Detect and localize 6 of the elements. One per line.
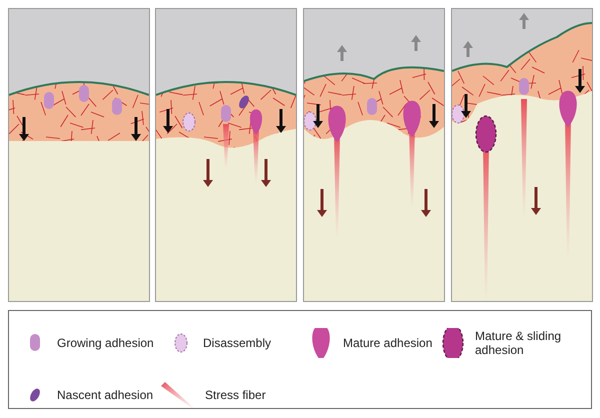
legend-label: Nascent adhesion	[57, 388, 154, 402]
legend-label: Mature adhesion	[343, 336, 432, 350]
legend-label: Disassembly	[203, 336, 272, 350]
legend-label: Mature & sliding adhesion	[475, 329, 562, 357]
legend-label: Stress fiber	[205, 388, 266, 402]
legend-label: Growing adhesion	[57, 336, 154, 350]
